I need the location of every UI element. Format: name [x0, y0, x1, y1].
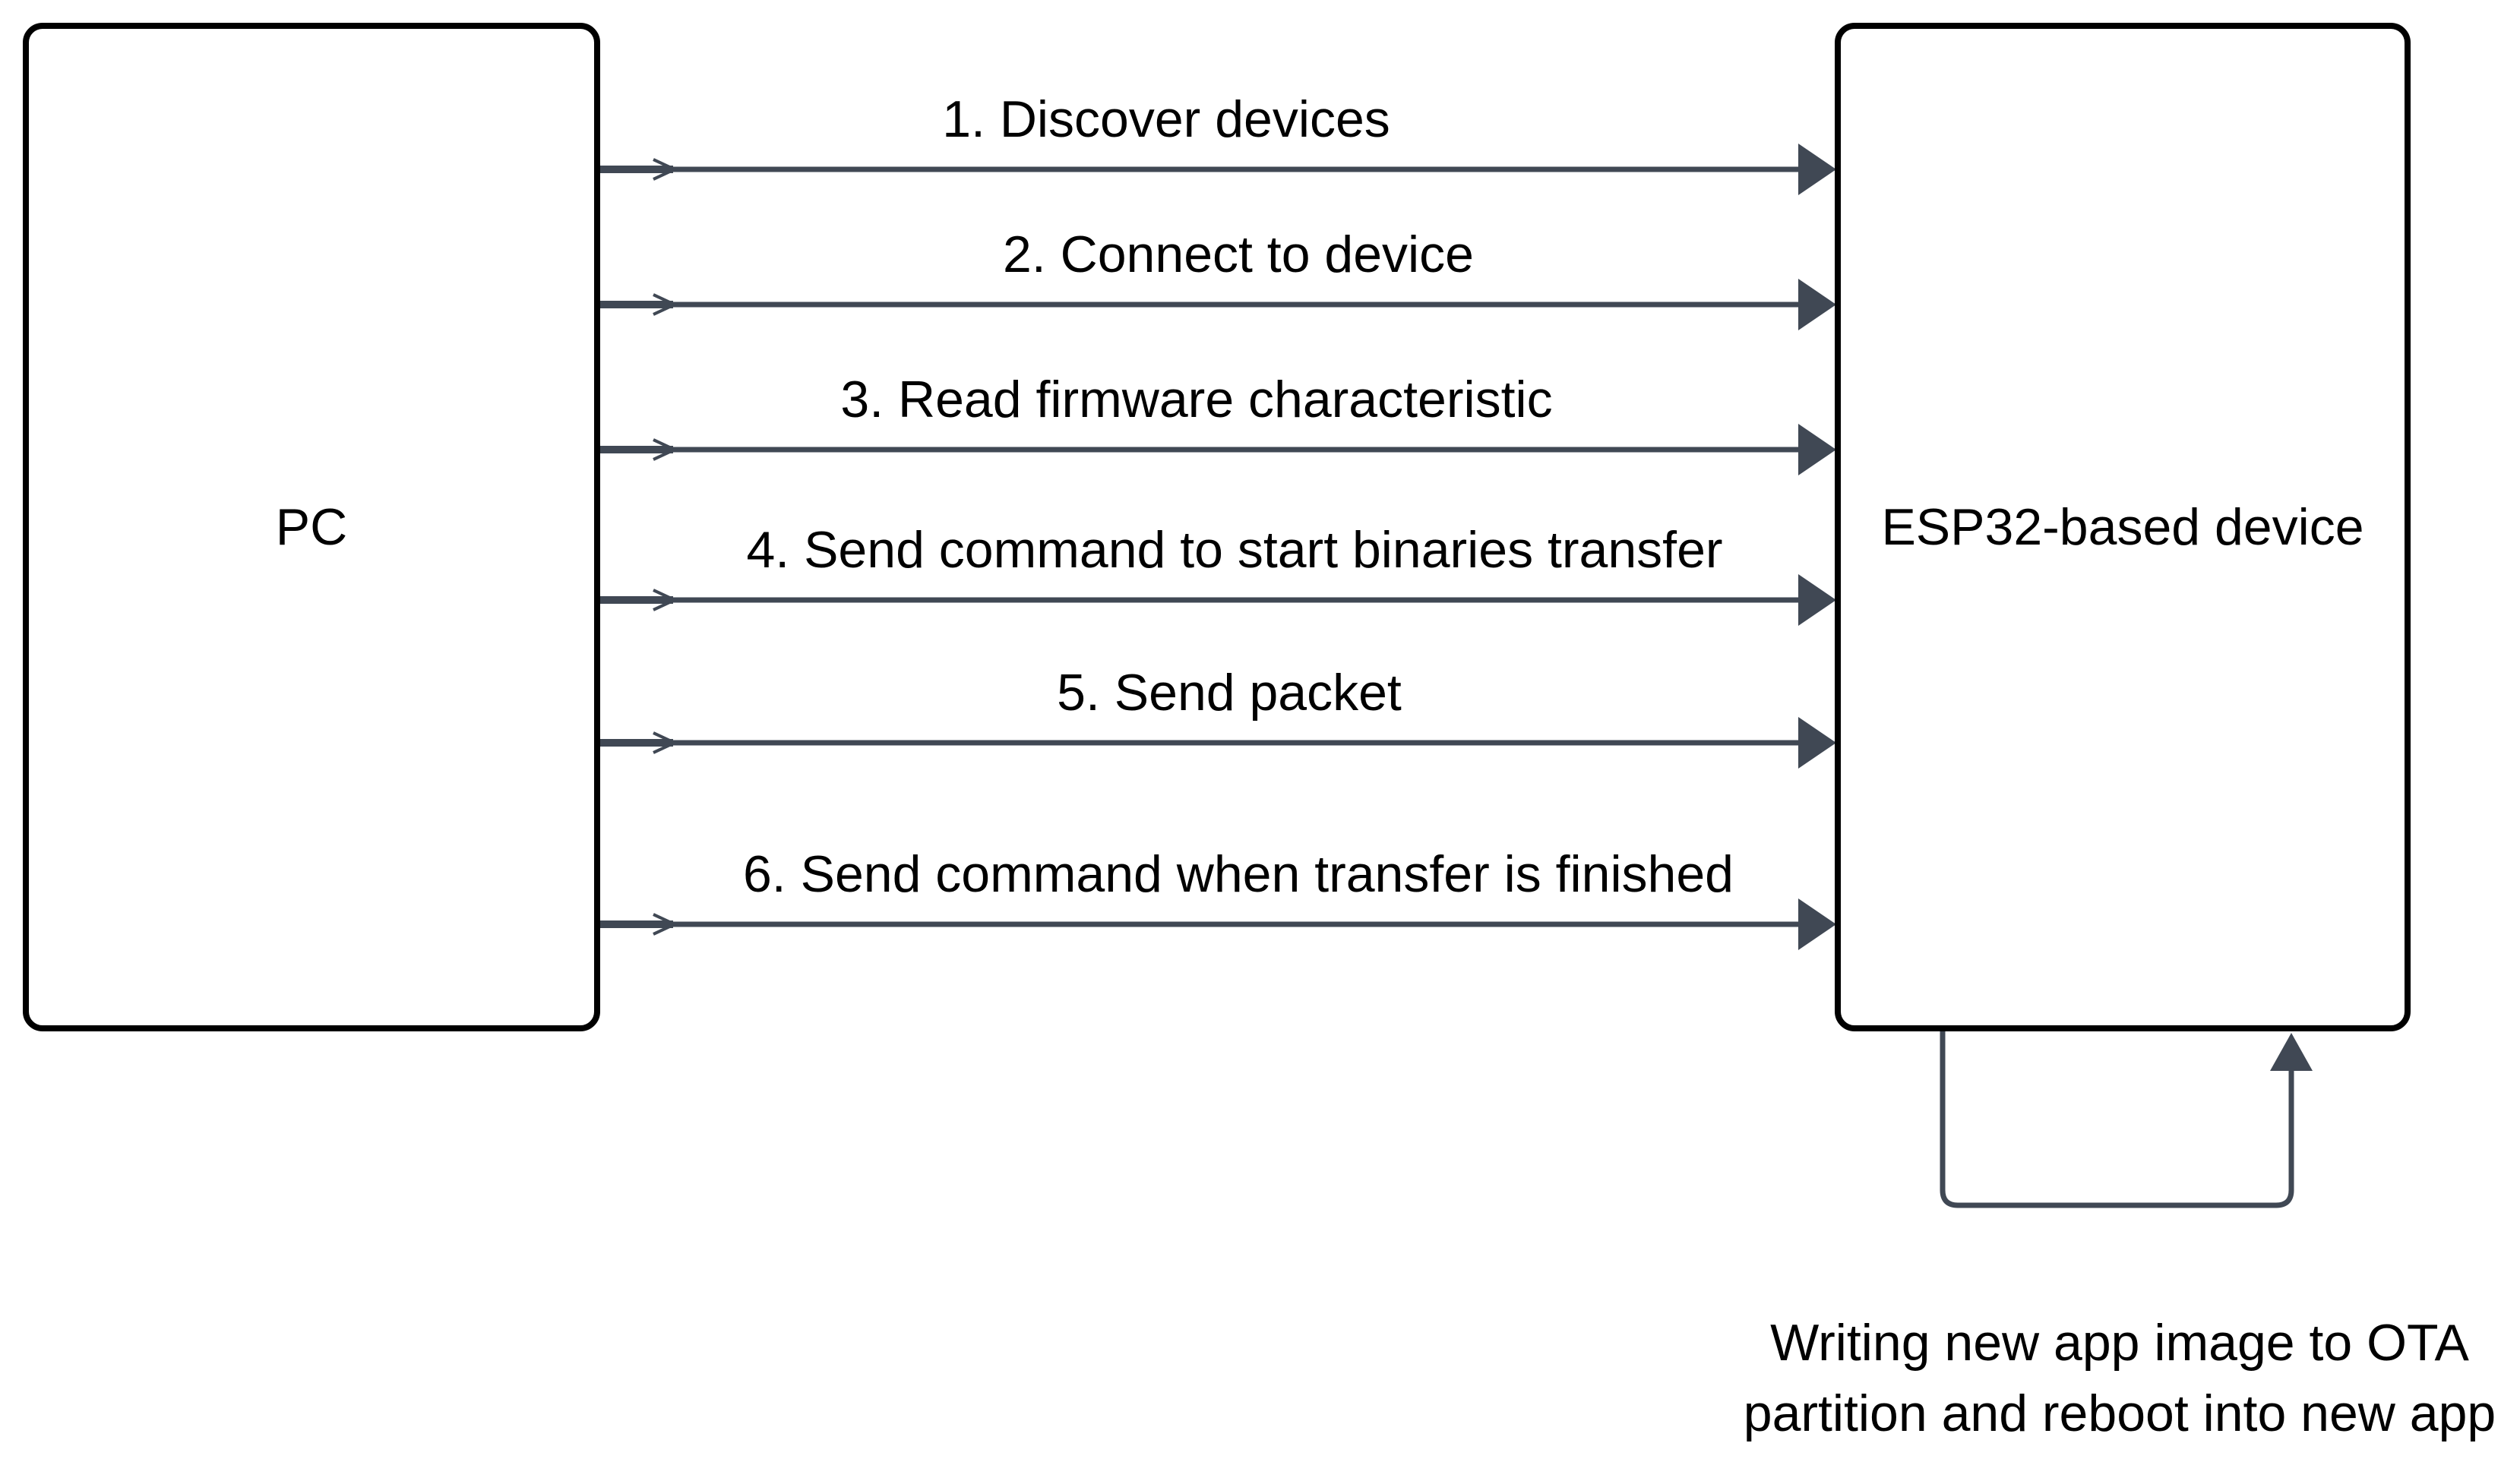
arrow-label-1: 1. Discover devices	[942, 90, 1390, 148]
self-loop-ota-write	[1940, 1031, 2313, 1208]
esp32-box-label: ESP32-based device	[1881, 497, 2364, 556]
self-loop-caption-line2: partition and reboot into new app	[1743, 1385, 2496, 1442]
arrow-6-transfer-finished	[600, 898, 1836, 950]
pc-box-label: PC	[275, 497, 348, 556]
arrow-label-6: 6. Send command when transfer is finishe…	[742, 845, 1734, 903]
arrow-label-2: 2. Connect to device	[1003, 226, 1474, 283]
arrow-1-discover-devices	[600, 144, 1836, 195]
arrow-5-send-packet	[600, 717, 1836, 769]
arrow-label-5: 5. Send packet	[1057, 664, 1402, 722]
pc-box: PC	[23, 23, 600, 1031]
arrow-3-read-firmware-characteristic	[600, 424, 1836, 475]
arrow-label-4: 4. Send command to start binaries transf…	[746, 521, 1723, 579]
arrow-4-start-binaries-transfer	[600, 574, 1836, 626]
arrow-2-connect-to-device	[600, 279, 1836, 330]
self-loop-caption-line1: Writing new app image to OTA	[1770, 1314, 2469, 1372]
arrow-label-3: 3. Read firmware characteristic	[840, 371, 1553, 428]
esp32-box: ESP32-based device	[1835, 23, 2411, 1031]
self-loop-caption: Writing new app image to OTA partition a…	[1744, 1308, 2496, 1449]
